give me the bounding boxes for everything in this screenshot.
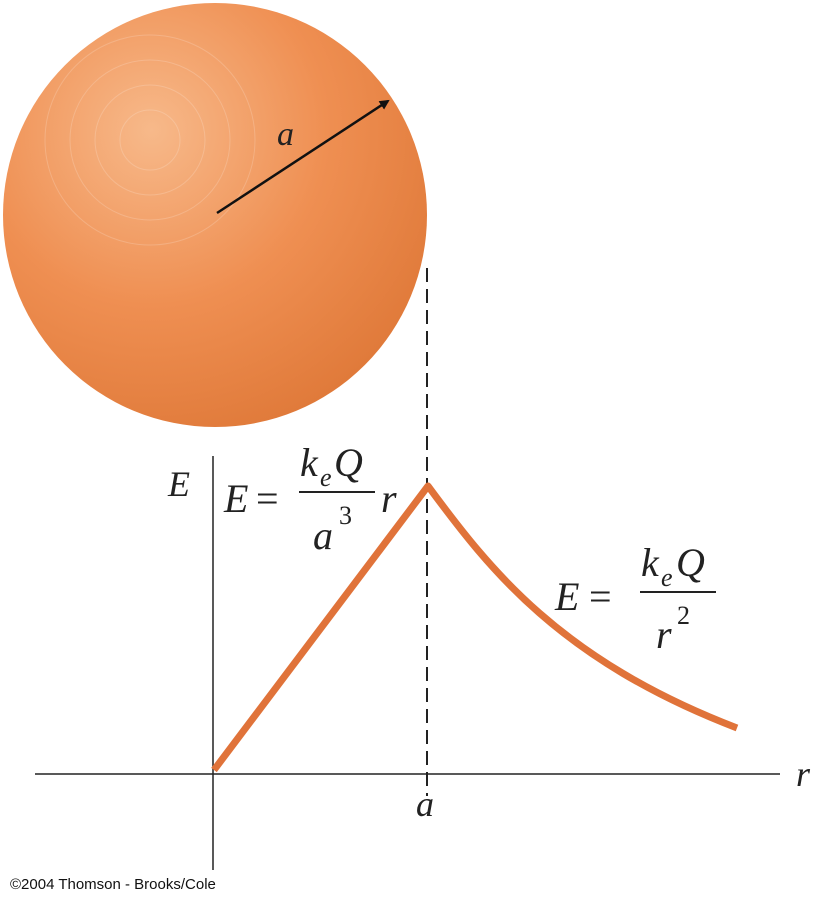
- radius-arrow: [216, 99, 390, 215]
- radius-label: a: [277, 116, 294, 153]
- inside-den-base: a: [313, 513, 333, 558]
- outside-num-Q: Q: [676, 540, 705, 585]
- inside-den-exp: 3: [339, 501, 352, 530]
- sphere-body: [3, 3, 427, 427]
- outside-den-exp: 2: [677, 601, 690, 630]
- charged-sphere: a: [3, 3, 427, 427]
- inside-field-formula: E = k e Q a 3 r: [223, 440, 397, 558]
- outside-equals: =: [589, 574, 612, 619]
- field-curve: [211, 482, 739, 773]
- inside-equals: =: [256, 476, 279, 521]
- inside-num-sub: e: [320, 463, 332, 492]
- outside-num-sub: e: [661, 563, 673, 592]
- inside-num-Q: Q: [334, 440, 363, 485]
- outside-field-formula: E = k e Q r 2: [554, 540, 716, 657]
- inside-num-k: k: [300, 440, 319, 485]
- inside-tail-r: r: [381, 476, 397, 521]
- outside-lhs: E: [554, 574, 579, 619]
- sphere-highlight-rings: [44, 34, 256, 246]
- x-tick-label-a: a: [416, 784, 434, 824]
- outside-den-base: r: [656, 612, 672, 657]
- x-axis-label: r: [796, 754, 811, 794]
- inside-lhs: E: [223, 476, 248, 521]
- copyright-notice: ©2004 Thomson - Brooks/Cole: [10, 876, 216, 893]
- outside-num-k: k: [641, 540, 660, 585]
- y-axis-label: E: [167, 464, 190, 504]
